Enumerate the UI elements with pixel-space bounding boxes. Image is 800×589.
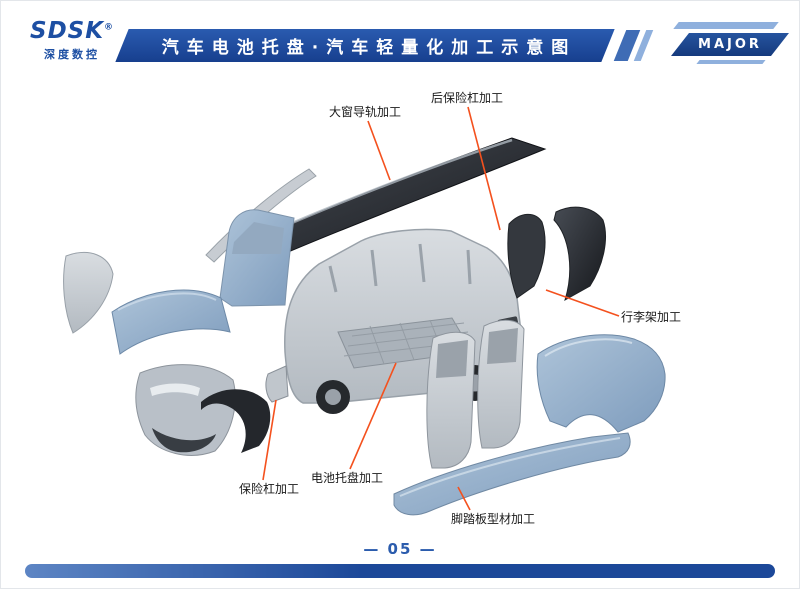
title-banner: 汽车电池托盘·汽车轻量化加工示意图	[115, 29, 615, 62]
callout-label: 脚踏板型材加工	[451, 512, 536, 526]
leader-rear-bumper	[467, 106, 501, 231]
brand-logo-text: SDSK®	[30, 20, 114, 43]
front-bumper-assembly-part	[135, 364, 236, 456]
roof-panel-part	[235, 137, 547, 264]
callout-label: 保险杠加工	[239, 482, 300, 496]
footer-bar	[25, 564, 775, 578]
major-badge: MAJOR	[664, 20, 789, 66]
tailgate-inner-panel-part	[507, 213, 546, 299]
page-title: 汽车电池托盘·汽车轻量化加工示意图	[161, 38, 577, 58]
small-bracket-part	[497, 316, 519, 331]
rear-door-panel-part	[426, 331, 476, 469]
callout-front-bumper: 保险杠加工	[239, 482, 299, 496]
major-badge-top-stripe	[673, 22, 779, 29]
leader-battery-tray	[349, 362, 397, 470]
leader-front-bumper	[262, 399, 277, 481]
front-door-panel-part	[219, 209, 295, 307]
callout-rear-bumper: 后保险杠加工	[431, 91, 503, 105]
major-badge-bottom-stripe	[696, 60, 766, 64]
rear-door-panel-2-part	[477, 319, 525, 449]
callout-battery-tray: 电池托盘加工	[311, 471, 383, 485]
tailgate-outer-panel-part	[553, 206, 606, 302]
major-badge-label: MAJOR	[698, 37, 762, 52]
callout-label: 后保险杠加工	[431, 91, 504, 105]
wheel-arch-liner-part	[201, 389, 271, 453]
hood-panel-part	[111, 289, 231, 355]
side-step-profile-part	[393, 432, 631, 516]
car-body-shell-part	[265, 228, 523, 414]
leader-side-step	[457, 486, 471, 511]
front-fender-part	[63, 252, 114, 334]
callout-side-step: 脚踏板型材加工	[451, 512, 535, 526]
callout-label: 大窗导轨加工	[329, 105, 402, 119]
callout-roof-rack: 行李架加工	[621, 310, 681, 324]
registered-trademark-symbol: ®	[104, 22, 115, 33]
windshield-frame-strip-part	[205, 168, 317, 263]
leader-window-rail	[367, 120, 391, 181]
callout-label: 行李架加工	[621, 310, 682, 324]
callout-leader-lines	[262, 106, 620, 511]
page-number: — 05 —	[363, 540, 437, 558]
callout-label: 电池托盘加工	[311, 471, 384, 485]
major-badge-box: MAJOR	[671, 33, 789, 56]
leader-roof-rack	[545, 289, 620, 317]
rear-quarter-panel-part	[536, 334, 666, 433]
brand-logo-subtext: 深度数控	[44, 48, 101, 61]
brand-logo: SDSK® 深度数控	[30, 20, 114, 62]
brand-name: SDSK	[30, 18, 105, 44]
callout-window-rail: 大窗导轨加工	[329, 105, 401, 119]
